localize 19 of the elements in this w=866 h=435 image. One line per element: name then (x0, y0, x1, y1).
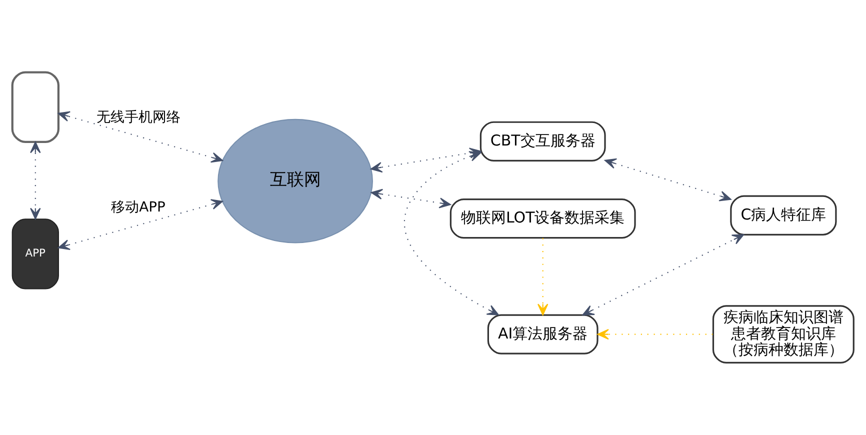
edge-label: 无线手机网络 (96, 109, 180, 126)
arrow (597, 328, 713, 340)
arrow (582, 234, 744, 316)
node-ellipse: 互联网 (218, 118, 373, 244)
node-box: 疾病临床知识图谱 患者教育知识库 （按病种数据库） (712, 305, 854, 364)
node-box: 物联网LOT设备数据采集 (450, 198, 636, 239)
node-box: AI算法服务器 (487, 314, 598, 354)
node-box (11, 71, 60, 144)
arrow (604, 158, 732, 202)
arrow (370, 188, 451, 208)
arrow (538, 238, 548, 316)
arrow (58, 111, 223, 163)
edge-label: 移动APP (111, 200, 166, 216)
arrow (30, 142, 41, 220)
node-box: C病人特征库 (730, 195, 837, 236)
arrow (58, 199, 223, 250)
arrow (404, 151, 499, 316)
node-box: CBT交互服务器 (480, 121, 606, 162)
node-box: APP (12, 218, 59, 290)
